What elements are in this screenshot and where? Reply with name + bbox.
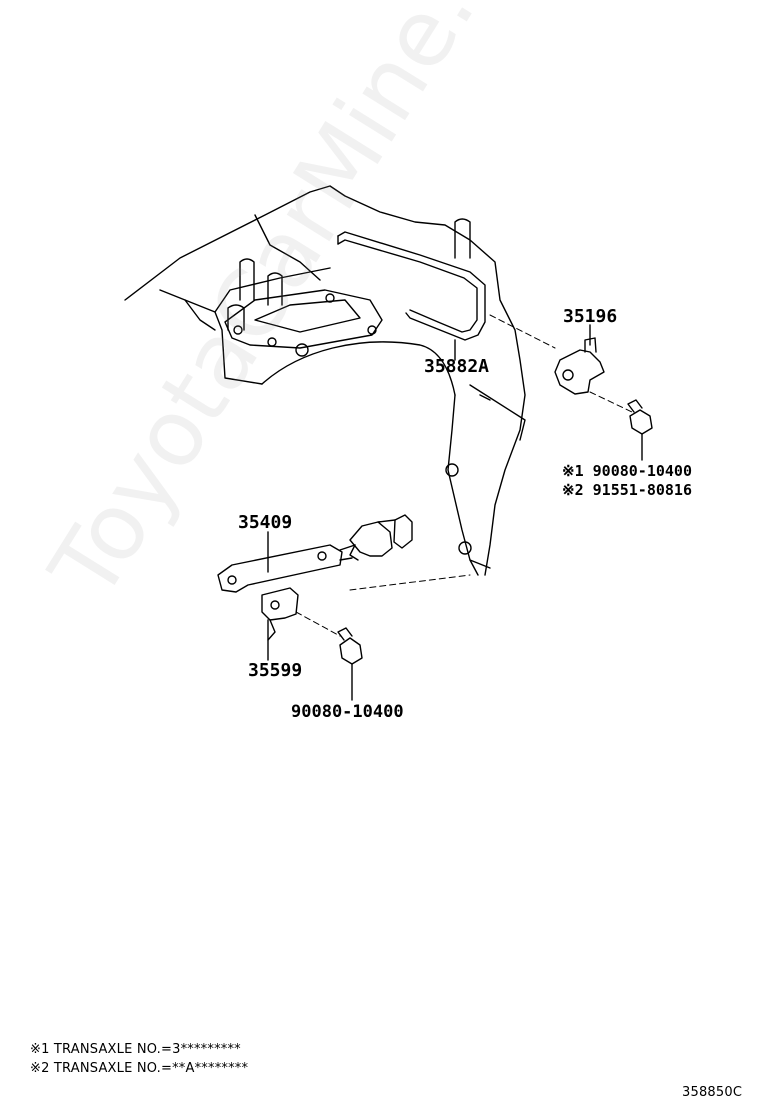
bracket-35196 (489, 314, 605, 395)
bolt-90080-10400-lower (337, 627, 363, 701)
label-35882a: 35882A (424, 356, 490, 377)
footnote-1: ※1 TRANSAXLE NO.=3********* (30, 1042, 241, 1057)
transaxle-housing (124, 185, 526, 576)
ref-note-1: ※1 90080-10400 (562, 462, 692, 480)
label-35409: 35409 (238, 512, 293, 533)
diagram-code: 358850C (682, 1085, 743, 1100)
ref-note-2: ※2 91551-80816 (562, 481, 692, 499)
label-35599: 35599 (248, 660, 303, 681)
footnote-2: ※2 TRANSAXLE NO.=**A******** (30, 1061, 249, 1076)
bracket-35599 (261, 574, 471, 661)
detent-spring-35409 (217, 531, 356, 593)
bolt-90080-10400-upper (589, 391, 653, 461)
label-bolt-90080-10400: 90080-10400 (291, 702, 404, 722)
label-35196: 35196 (563, 306, 618, 327)
breather-hose-35882a (337, 231, 486, 361)
manual-detent-plate (349, 514, 413, 561)
